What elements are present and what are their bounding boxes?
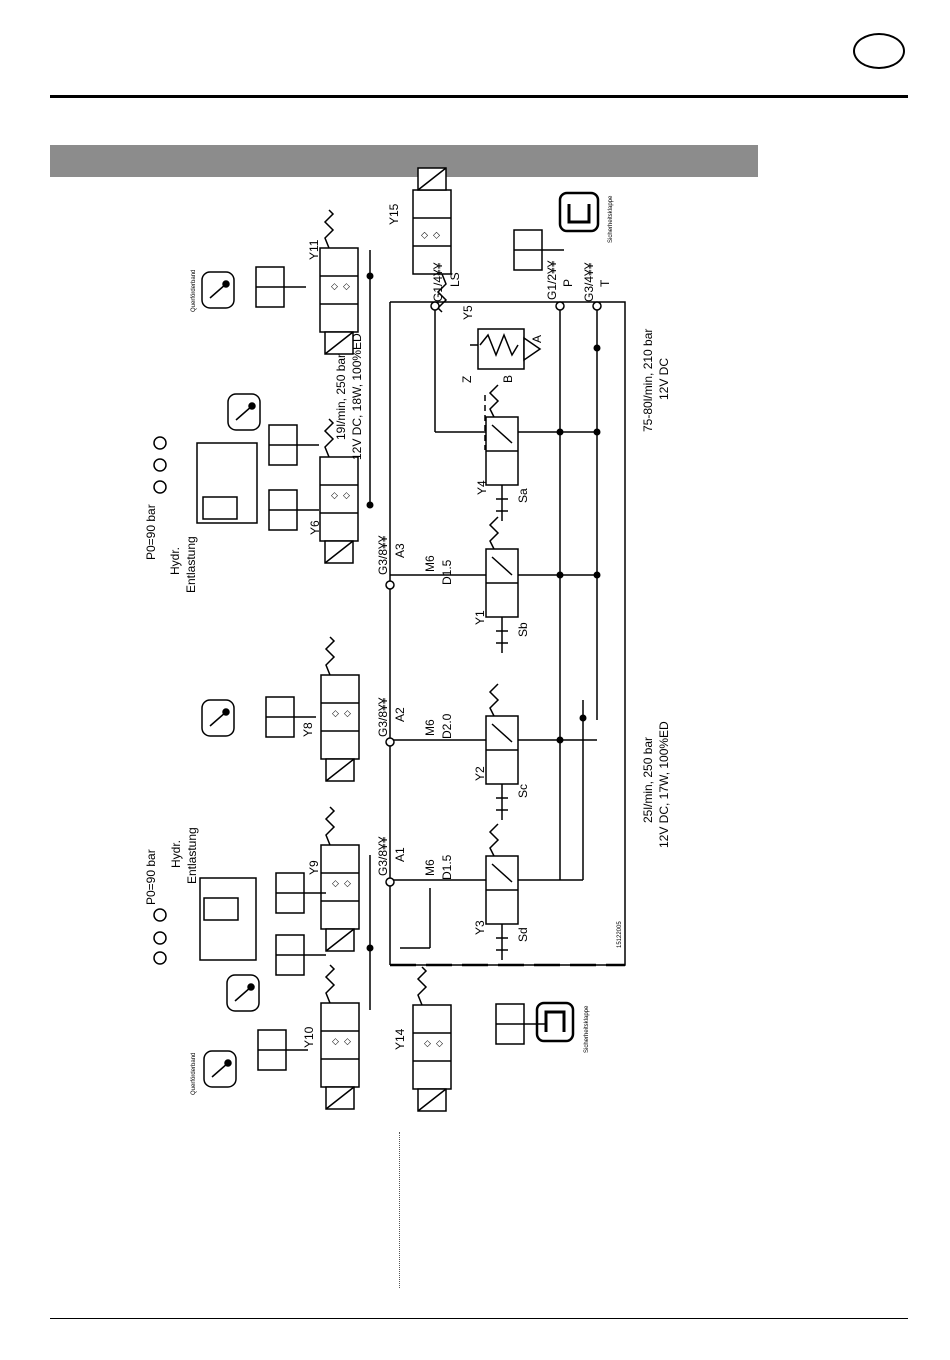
small-label-querfoerderband-bottom: Querförderband: [191, 1053, 197, 1095]
label-y5: Y5: [461, 305, 475, 320]
label-sc: Sc: [516, 784, 530, 798]
small-label-querfoerderband-top: Querförderband: [191, 270, 197, 312]
valve-y2-symbol: [485, 683, 519, 821]
label-y3: Y3: [473, 920, 487, 935]
accumulator-left-line1: Hydr.: [169, 840, 183, 868]
port-p-thread: G1/2¥¥: [545, 260, 559, 300]
valve-y14-symbol: [412, 966, 452, 1112]
port-a2-thread: G3/8¥¥: [376, 697, 390, 737]
port-ls-thread: G1/4¥¥: [431, 262, 445, 302]
port-p: P: [561, 279, 575, 287]
port-a1-thread: G3/8¥¥: [376, 836, 390, 876]
accumulator-right-line2: Entlastung: [184, 536, 198, 593]
port-z-label: Z: [460, 376, 474, 383]
country-badge: [853, 33, 905, 69]
accumulator-right-line1: Hydr.: [168, 547, 182, 575]
querfoerderband-bottom-icon: [203, 1050, 237, 1088]
orifice-m6-a3: M6: [423, 555, 437, 572]
port-t: T: [598, 279, 612, 287]
accumulator-left-line2: Entlastung: [185, 827, 199, 884]
cylinder-y9b: [275, 934, 327, 976]
valve-y11-symbol: [319, 209, 359, 355]
valve-y5-symbol: [470, 328, 542, 370]
valve-y8-symbol: [320, 636, 360, 782]
sicherheitsklappe-bottom-icon: [535, 1001, 575, 1043]
cylinder-y9a: [275, 872, 327, 914]
port-a1: A1: [393, 847, 407, 862]
valve-y10-symbol: [320, 964, 360, 1110]
cylinder-y10: [257, 1029, 309, 1071]
drawing-number: 15122005: [617, 921, 623, 948]
label-y1: Y1: [473, 610, 487, 625]
label-y6: Y6: [308, 520, 322, 535]
accumulator-left-group: [153, 877, 257, 965]
label-y2: Y2: [473, 766, 487, 781]
accumulator-right-group: [153, 436, 258, 524]
title-band: [50, 145, 758, 177]
label-y11: Y11: [307, 239, 321, 260]
rating-main-line1: 75-80l/min, 210 bar: [641, 329, 655, 432]
port-a3: A3: [393, 543, 407, 558]
rating-sec-line1: 25l/min, 250 bar: [641, 737, 655, 823]
tilt-left-icon: [226, 974, 260, 1012]
rating-sec-line2: 12V DC, 17W, 100%ED: [657, 721, 671, 848]
label-sb: Sb: [516, 622, 530, 637]
footer-rule: [50, 1318, 908, 1319]
cylinder-tilt-icon: [227, 393, 261, 431]
cylinder-y11: [255, 266, 307, 308]
accumulator-right-pressure: P0=90 bar: [144, 504, 158, 560]
label-y8: Y8: [301, 722, 315, 737]
port-a2: A2: [393, 707, 407, 722]
label-y9: Y9: [307, 860, 321, 875]
orifice-d20-a2: D2.0: [440, 713, 454, 739]
port-a3-thread: G3/8¥¥: [376, 535, 390, 575]
sicherheitsklappe-top-icon: [558, 191, 600, 233]
header-rule: [50, 95, 908, 98]
rating-main-line2: 12V DC: [657, 358, 671, 400]
label-y15: Y15: [387, 203, 401, 225]
accumulator-left-pressure: P0=90 bar: [144, 849, 158, 905]
neutral-position-icon: [201, 699, 235, 737]
port-b-label: B: [501, 375, 515, 383]
port-ls: LS: [448, 272, 462, 287]
orifice-m6-a2: M6: [423, 719, 437, 736]
port-t-thread: G3/4¥¥: [582, 262, 596, 302]
querfoerderband-top-icon: [201, 271, 235, 309]
valve-y3-symbol: [485, 823, 519, 961]
valve-y1-symbol: [485, 516, 519, 654]
valve-y9-symbol: [320, 806, 360, 952]
rating-y11-line1: 19l/min, 250 bar: [334, 354, 348, 440]
cylinder-y6a: [268, 424, 320, 466]
port-a-label: A: [530, 335, 544, 343]
label-sd: Sd: [516, 927, 530, 942]
orifice-d15-a3: D1.5: [440, 559, 454, 585]
orifice-d15-a1: D1.5: [440, 854, 454, 880]
orifice-m6-a1: M6: [423, 859, 437, 876]
label-y10: Y10: [302, 1026, 316, 1048]
small-label-sicherheitsklappe-bottom: Sicherheitsklappe: [584, 1005, 590, 1053]
rating-y11-line2: 12V DC, 18W, 100%ED: [350, 333, 364, 460]
dotted-divider: [399, 1132, 400, 1288]
valve-y4-symbol: [485, 384, 519, 522]
label-y4: Y4: [475, 480, 489, 495]
small-label-sicherheitsklappe-top: Sicherheitsklappe: [608, 195, 614, 243]
label-sa: Sa: [516, 488, 530, 503]
label-y14: Y14: [393, 1028, 407, 1050]
